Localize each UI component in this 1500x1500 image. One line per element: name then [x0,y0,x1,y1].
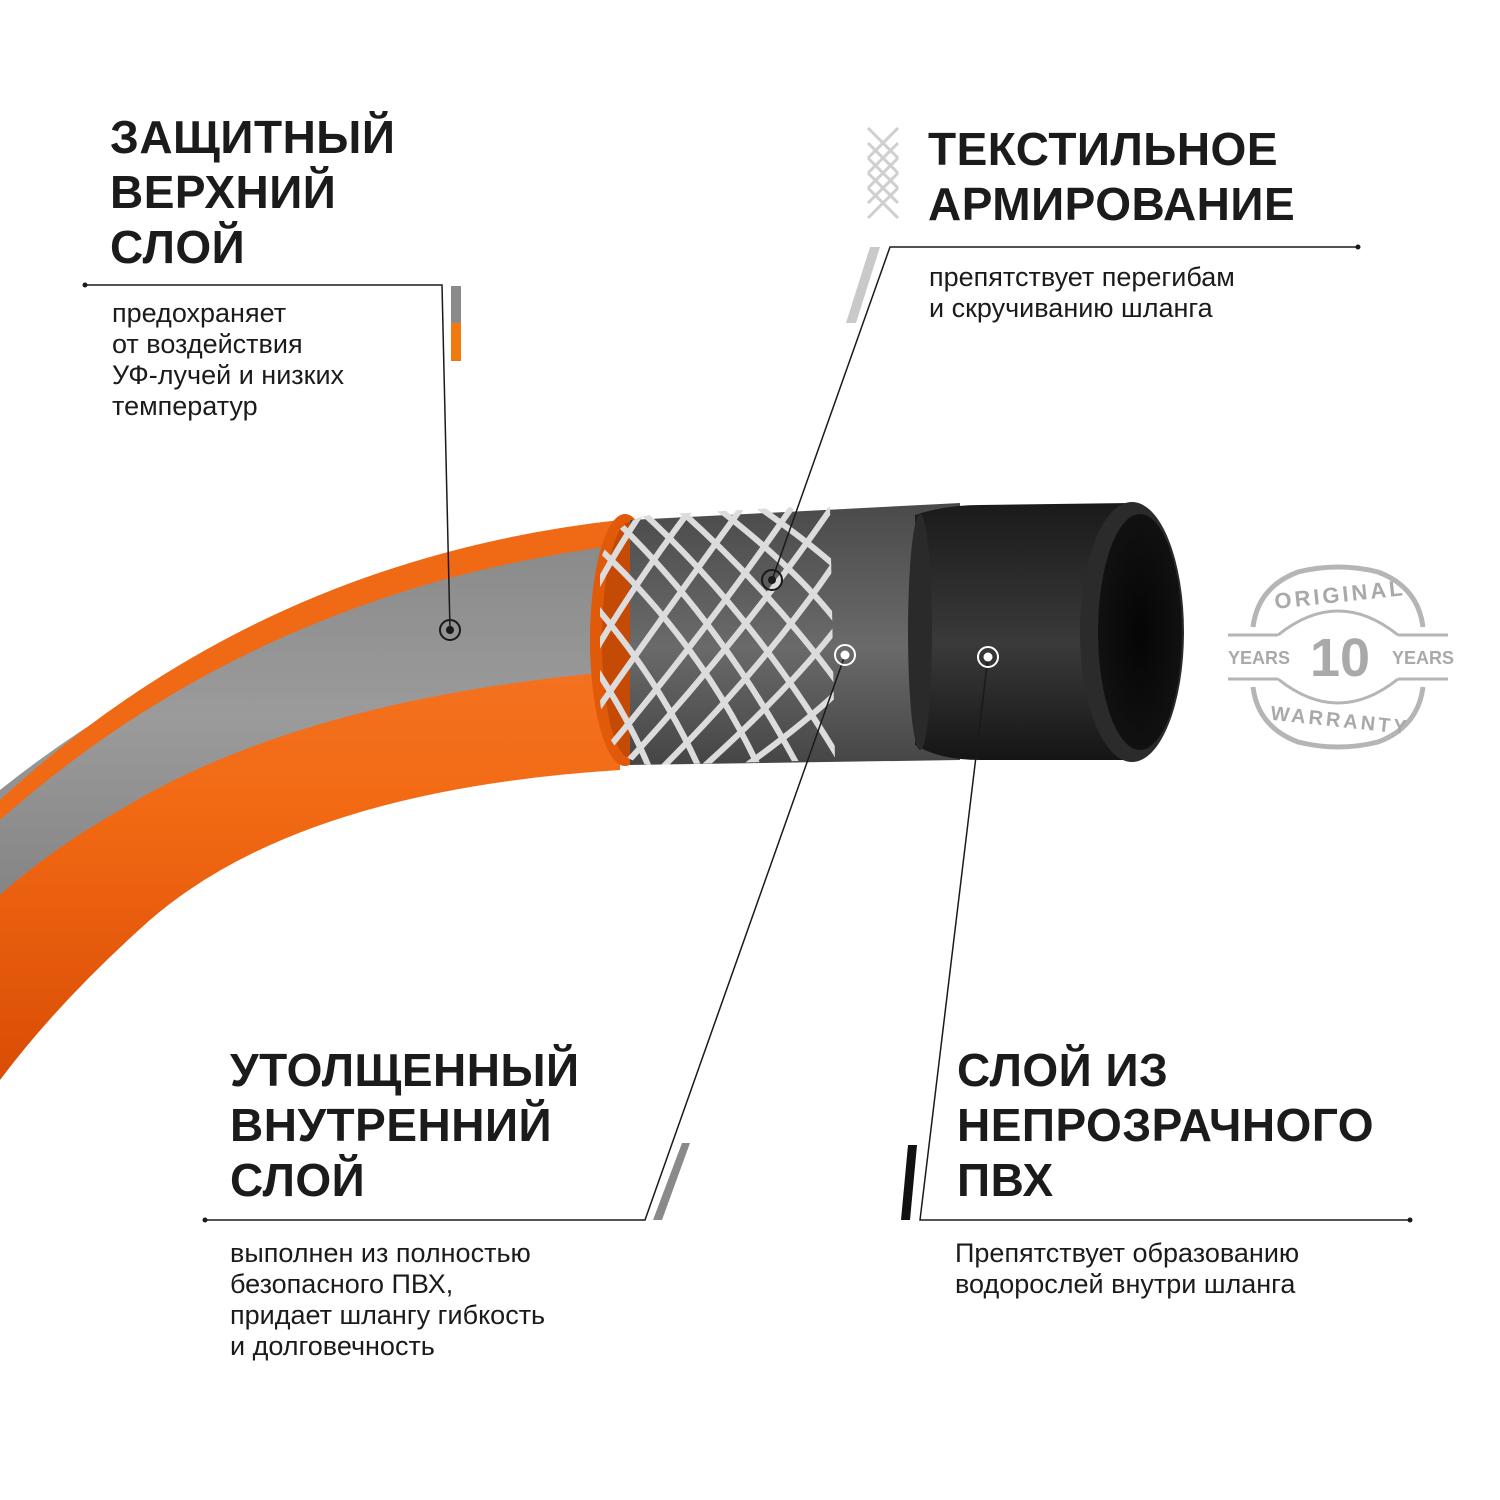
hose-gray-stripe [0,540,610,895]
badge-right-text: YEARS [1391,648,1454,668]
callout-title-opaque-pvc: СЛОЙ ИЗ НЕПРОЗРАЧНОГО ПВХ [957,1044,1375,1206]
accent-bar-gray [451,286,461,323]
warranty-badge-text: ORIGINAL YEARS 10 YEARS WARRANTY [1220,560,1460,760]
callout-title-inner-layer: УТОЛЩЕННЫЙ ВНУТРЕННИЙ СЛОЙ [230,1044,580,1206]
callout-title-outer-layer: ЗАЩИТНЫЙ ВЕРХНИЙ СЛОЙ [110,111,396,273]
callout-desc-inner-layer: выполнен из полностью безопасного ПВХ, п… [230,1238,546,1361]
accent-bar-orange [451,323,461,361]
warranty-badge [1228,564,1448,750]
badge-top-text: ORIGINAL [1273,575,1407,614]
badge-number: 10 [1309,628,1371,688]
mesh-icon [866,126,900,220]
badge-left-text: YEARS [1228,648,1291,668]
accent-slash-light [846,247,880,323]
badge-bottom-text: WARRANTY [1269,702,1411,740]
accent-slash-black [901,1145,917,1220]
callout-desc-textile: препятствует перегибам и скручиванию шла… [929,262,1235,323]
inner-gray-tube [630,503,960,765]
callout-title-textile: ТЕКСТИЛЬНОЕ АРМИРОВАНИЕ [928,123,1296,230]
leader-outer-layer [85,284,451,631]
textile-mesh [600,505,835,765]
accent-slash-dark [653,1143,690,1220]
callout-desc-outer-layer: предохраняет от воздействия УФ-лучей и н… [112,298,345,421]
black-pvc-tube [915,503,1130,760]
callout-desc-opaque-pvc: Препятствует образованию водорослей внут… [955,1238,1300,1299]
